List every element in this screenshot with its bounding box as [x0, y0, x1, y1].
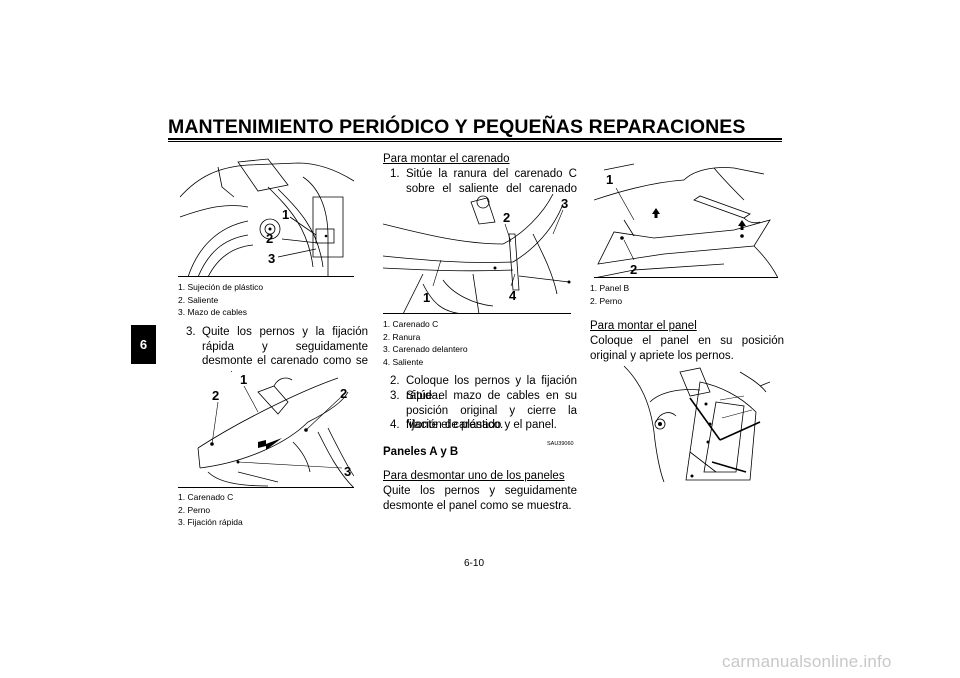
- subhead-mount-panel: Para montar el panel: [590, 320, 697, 332]
- reference-code: SAU39060: [547, 441, 574, 447]
- legend-item: 3. Carenado delantero: [383, 344, 468, 354]
- step-2-install-bolts: 2. Coloque los pernos y la fijación rápi…: [390, 374, 577, 403]
- legend-item: 1. Carenado C: [383, 319, 439, 329]
- fig2-callout-2-left: 2: [212, 388, 219, 403]
- para-remove-panel: Quite los pernos y seguidamente desmonte…: [383, 485, 577, 512]
- fig3-legend: 1. Carenado C 2. Ranura 3. Carenado dela…: [383, 318, 468, 368]
- legend-item: 1. Sujeción de plástico: [178, 282, 264, 292]
- figure-plastic-clamp: 1 2 3: [178, 157, 354, 277]
- page-number: 6-10: [464, 558, 485, 569]
- page-title: MANTENIMIENTO PERIÓDICO Y PEQUEÑAS REPAR…: [168, 116, 746, 138]
- step-3-route-harness: 3. Sitúe el mazo de cables en su posició…: [390, 389, 577, 433]
- section-title: Paneles A y B: [383, 446, 459, 458]
- subhead-mount-fairing: Para montar el carenado: [383, 153, 510, 165]
- step-number: 1.: [390, 168, 400, 180]
- fig2-callout-3: 3: [344, 464, 351, 479]
- step-text: Coloque los pernos y la fijación rápida.: [406, 375, 577, 402]
- title-rule-thin: [168, 141, 782, 142]
- fig4-legend: 1. Panel B 2. Perno: [590, 282, 629, 307]
- chapter-tab: 6: [131, 325, 156, 364]
- watermark: carmanualsonline.info: [722, 652, 892, 671]
- legend-item: 2. Ranura: [383, 331, 421, 342]
- legend-item: 1. Panel B: [590, 283, 630, 293]
- legend-item: 2. Perno: [178, 504, 211, 515]
- fig3-callout-1: 1: [423, 290, 430, 305]
- legend-item: 2. Perno: [590, 295, 623, 306]
- fig2-callout-1: 1: [240, 372, 247, 387]
- step-text: Sitúe el mazo de cables en su posición o…: [406, 390, 577, 431]
- fig1-callout-3: 3: [268, 251, 275, 266]
- figure-fairing-c-removal: 1 2 2 3: [178, 372, 354, 488]
- figure-slot-and-tab: 1 2 3 4: [383, 194, 571, 314]
- legend-item: 4. Saliente: [383, 356, 424, 367]
- step-number: 4.: [390, 419, 400, 431]
- fig3-callout-3: 3: [561, 196, 568, 211]
- legend-item: 2. Saliente: [178, 294, 219, 305]
- fig1-legend: 1. Sujeción de plástico 2. Saliente 3. M…: [178, 281, 263, 319]
- para-mount-panel: Coloque el panel en su posición original…: [590, 335, 784, 362]
- fig4-callout-2: 2: [630, 262, 637, 277]
- step-number: 3.: [186, 326, 196, 338]
- legend-item: 1. Carenado C: [178, 492, 234, 502]
- fig3-callout-4: 4: [509, 288, 517, 303]
- legend-item: 3. Fijación rápida: [178, 517, 243, 527]
- figure-panel-b: 1 2: [594, 160, 778, 278]
- fig4-callout-1: 1: [606, 172, 613, 187]
- fig3-callout-2: 2: [503, 210, 510, 225]
- fig2-legend: 1. Carenado C 2. Perno 3. Fijación rápid…: [178, 491, 243, 529]
- figure-panel-installed: [620, 362, 770, 482]
- step-4-install-fairing: 4. Monte el carenado y el panel.: [390, 418, 577, 433]
- step-number: 3.: [390, 390, 400, 402]
- subhead-remove-panel: Para desmontar uno de los paneles: [383, 470, 565, 482]
- fig1-callout-2: 2: [266, 231, 273, 246]
- step-number: 2.: [390, 375, 400, 387]
- fig2-callout-2-right: 2: [340, 386, 347, 401]
- fig1-callout-1: 1: [282, 207, 289, 222]
- title-rule: [168, 138, 782, 140]
- step-text: Monte el carenado y el panel.: [406, 419, 557, 431]
- legend-item: 3. Mazo de cables: [178, 307, 247, 317]
